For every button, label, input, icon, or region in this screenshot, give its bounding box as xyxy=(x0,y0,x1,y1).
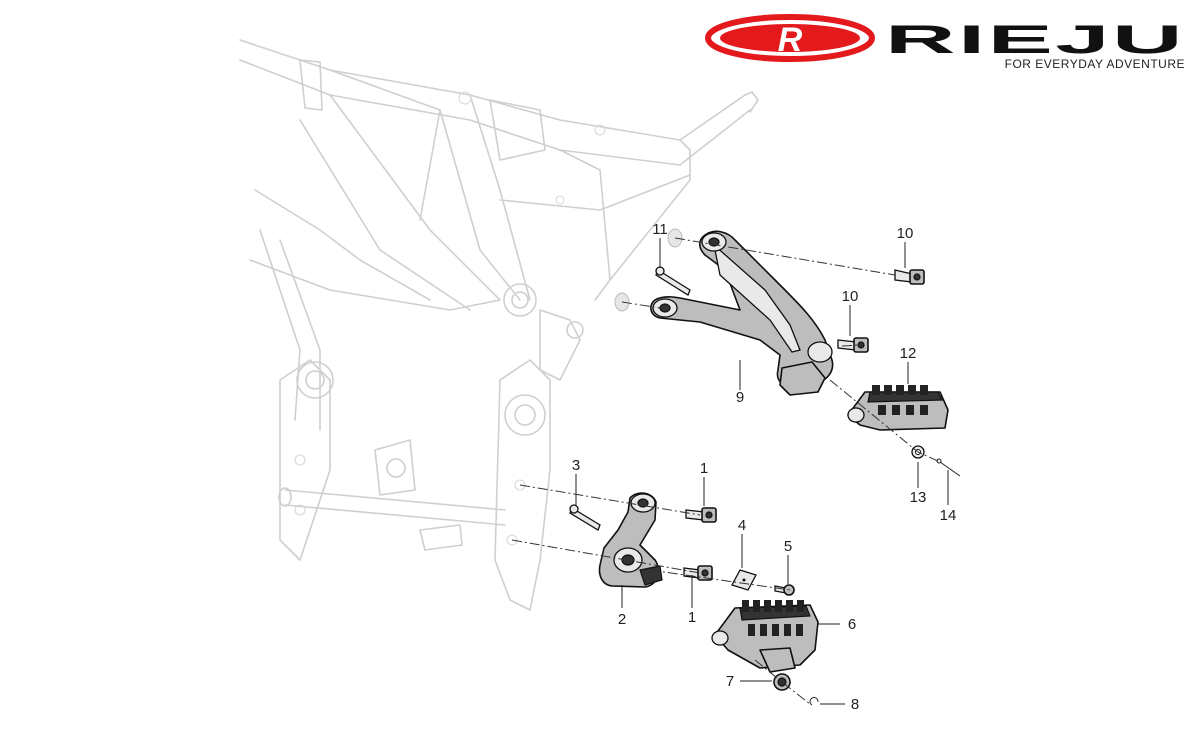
part-9-passenger-bracket xyxy=(650,230,834,396)
leader-lines xyxy=(575,238,949,705)
part-10-bolt-upper xyxy=(894,269,925,285)
callout-8: 8 xyxy=(851,696,859,713)
part-6-rider-footpeg xyxy=(711,600,819,673)
callout-12: 12 xyxy=(900,345,917,362)
logo-oval-inner xyxy=(720,24,860,52)
brand-tagline: FOR EVERYDAY ADVENTURE xyxy=(1005,57,1185,71)
callout-10-upper: 10 xyxy=(897,225,914,242)
callout-13: 13 xyxy=(910,489,927,506)
brand-wordmark: RIEJU xyxy=(885,18,1185,62)
logo-oval xyxy=(705,14,875,62)
callout-14: 14 xyxy=(940,507,957,524)
callout-6: 6 xyxy=(848,616,856,633)
part-8-clip xyxy=(809,697,819,706)
brand-logo: R RIEJU FOR EVERYDAY ADVENTURE xyxy=(705,14,1185,71)
callout-11: 11 xyxy=(652,221,668,238)
callout-4: 4 xyxy=(738,517,746,534)
part-12-passenger-footpeg xyxy=(847,385,949,431)
part-4-plate xyxy=(731,569,757,591)
callout-9: 9 xyxy=(736,389,744,406)
callout-10-lower: 10 xyxy=(842,288,859,305)
part-11-pin xyxy=(655,266,691,296)
callout-5: 5 xyxy=(784,538,792,555)
callout-1-upper: 1 xyxy=(700,460,708,477)
assembly-axes xyxy=(511,237,941,705)
callout-1-lower: 1 xyxy=(688,609,696,626)
part-10-bolt-lower xyxy=(837,337,869,353)
callout-3: 3 xyxy=(572,457,580,474)
part-5-screw xyxy=(774,584,795,596)
part-1-bolt-upper xyxy=(685,507,717,523)
callout-7: 7 xyxy=(726,673,734,690)
logo-letter: R xyxy=(778,21,803,59)
part-7-spring xyxy=(773,673,791,691)
motorcycle-frame xyxy=(239,39,759,611)
callout-labels: 11 10 10 12 9 13 14 3 1 4 5 2 1 6 7 8 xyxy=(572,221,957,713)
part-3-pin xyxy=(569,504,601,531)
callout-2: 2 xyxy=(618,611,626,628)
